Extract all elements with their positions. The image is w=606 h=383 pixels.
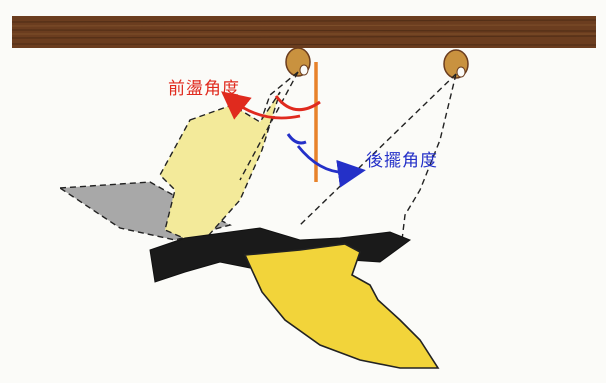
- swing-seat-main: [243, 243, 440, 369]
- front-swing-angle-label: 前盪角度: [168, 79, 240, 99]
- hook-left-icon: [285, 47, 311, 77]
- faded-seat-front-position: [159, 91, 281, 246]
- swing-ropes: [239, 71, 457, 241]
- back-angle-arrow-icon: [296, 145, 366, 188]
- front-angle-arrow-icon: [221, 91, 301, 120]
- hook-right-icon: [443, 49, 469, 79]
- wooden-beam: [11, 16, 597, 48]
- back-swing-angle-label: 後擺角度: [366, 151, 438, 171]
- back-angle-arc: [286, 133, 307, 145]
- front-angle-arc: [274, 95, 321, 112]
